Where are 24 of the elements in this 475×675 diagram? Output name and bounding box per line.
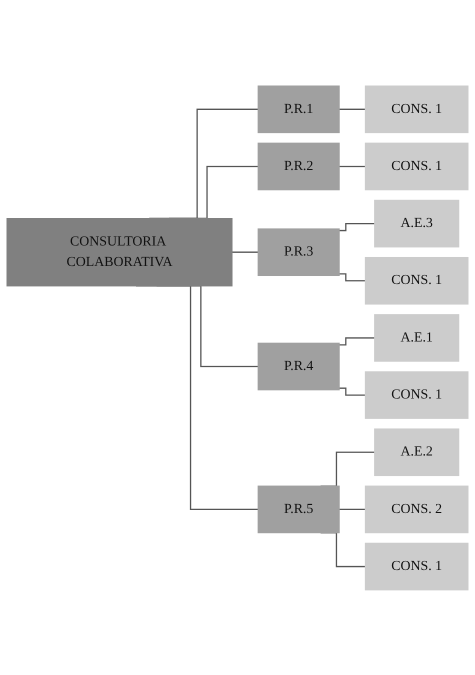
- node-box: P.R.4: [258, 342, 340, 390]
- connector: [339, 508, 366, 510]
- node-box: P.R.2: [258, 142, 340, 190]
- node-box: CONSULTORIA COLABORATIVA: [6, 218, 233, 286]
- node-box: CONS. 2: [364, 485, 468, 533]
- node-box: P.R.5: [258, 485, 340, 533]
- connector: [339, 222, 375, 231]
- node-box: P.R.3: [258, 228, 340, 276]
- connector: [339, 165, 366, 167]
- node-box: A.E.3: [374, 199, 460, 247]
- connector: [339, 272, 366, 281]
- node-box: CONS. 1: [364, 370, 468, 418]
- node-box: A.E.1: [374, 314, 460, 362]
- node-box: CONS. 1: [364, 85, 468, 133]
- connector: [320, 532, 366, 567]
- node-box: CONS. 1: [364, 542, 468, 590]
- connector: [339, 336, 375, 346]
- node-box: CONS. 1: [364, 256, 468, 304]
- node-box: CONS. 1: [364, 142, 468, 190]
- connector: [339, 387, 366, 396]
- connector: [339, 108, 366, 110]
- node-box: P.R.1: [258, 85, 340, 133]
- node-box: A.E.2: [374, 428, 460, 476]
- connector: [232, 251, 258, 252]
